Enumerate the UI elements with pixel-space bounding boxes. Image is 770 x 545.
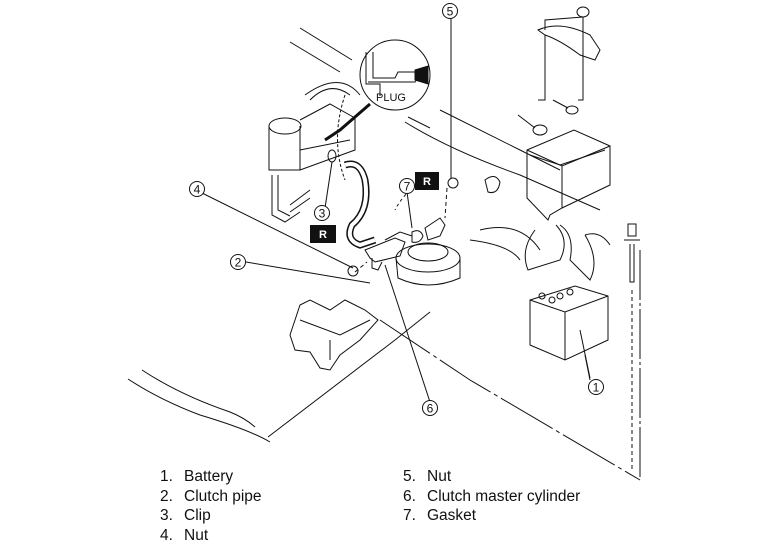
replace-badge-text: R (319, 229, 327, 241)
legend-item-number: 1. (160, 467, 184, 487)
callout-7-label: 7 (404, 180, 411, 194)
legend-item-label: Clutch pipe (184, 488, 262, 505)
battery-cables (525, 225, 610, 280)
bracket-part (485, 176, 500, 192)
legend-item-number: 5. (403, 467, 427, 487)
legend-item-number: 2. (160, 487, 184, 507)
battery-tray (290, 300, 378, 370)
legend-item-label: Nut (427, 468, 451, 485)
legend-right-column: 5.Nut 6.Clutch master cylinder 7.Gasket (403, 467, 580, 526)
replace-badge-nut-5: R (415, 172, 439, 190)
callout-6: 6 (423, 401, 438, 416)
legend-item-label: Gasket (427, 507, 476, 524)
plug-label: PLUG (376, 92, 406, 104)
legend-item-nut-4: 4.Nut (160, 526, 262, 545)
legend-item-number: 4. (160, 526, 184, 545)
legend-item-label: Nut (184, 527, 208, 544)
replace-badge-nut-4: R (310, 225, 336, 243)
callout-3: 3 (315, 206, 330, 221)
assembly-lines (355, 188, 632, 470)
legend-item-clutch-pipe: 2.Clutch pipe (160, 487, 262, 507)
legend-item-battery: 1.Battery (160, 467, 262, 487)
clutch-pipe-hose (345, 164, 375, 245)
legend-item-label: Battery (184, 468, 233, 485)
legend-item-label: Clutch master cylinder (427, 488, 580, 505)
replace-badge-text: R (423, 176, 431, 188)
battery-bolt (624, 224, 640, 282)
brake-master-cylinder (269, 83, 360, 223)
callout-2: 2 (231, 255, 246, 270)
legend-item-label: Clip (184, 507, 211, 524)
legend-item-gasket: 7.Gasket (403, 506, 580, 526)
legend-item-nut-5: 5.Nut (403, 467, 580, 487)
battery-cover (527, 130, 610, 220)
legend-item-number: 6. (403, 487, 427, 507)
legend-item-number: 3. (160, 506, 184, 526)
callout-5-label: 5 (447, 5, 454, 19)
battery-terminals (518, 100, 578, 135)
legend-item-clutch-master-cylinder: 6.Clutch master cylinder (403, 487, 580, 507)
battery-clamp (538, 7, 600, 100)
callout-2-label: 2 (235, 256, 242, 270)
legend-item-clip: 3.Clip (160, 506, 262, 526)
nut-5 (448, 178, 458, 188)
callout-3-label: 3 (319, 207, 326, 221)
callout-6-label: 6 (427, 402, 434, 416)
legend-item-number: 7. (403, 506, 427, 526)
callout-7: 7 (400, 179, 415, 194)
callout-4-label: 4 (194, 183, 201, 197)
legend-left-column: 1.Battery 2.Clutch pipe 3.Clip 4.Nut (160, 467, 262, 545)
battery (530, 286, 608, 378)
callout-5: 5 (443, 4, 458, 19)
clip-3 (328, 150, 336, 162)
callout-1-label: 1 (593, 381, 600, 395)
callout-1: 1 (589, 380, 604, 395)
strut-tower (396, 243, 460, 285)
callout-4: 4 (190, 182, 205, 197)
